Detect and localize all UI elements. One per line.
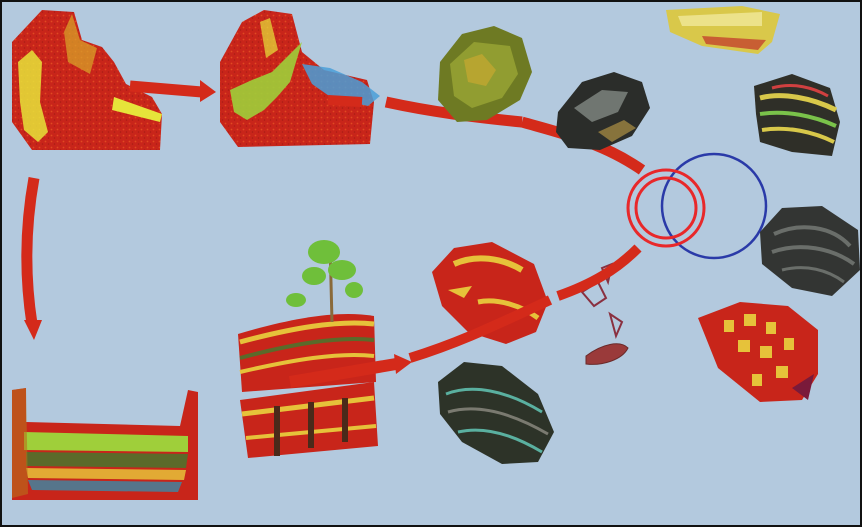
basin-sediment-layers bbox=[12, 388, 198, 500]
dark-rock-sample bbox=[556, 72, 650, 150]
red-spotted-rock bbox=[698, 302, 818, 402]
blue-ring bbox=[662, 154, 766, 258]
red-ring-outer bbox=[628, 170, 704, 246]
dark-swirl-rock bbox=[760, 206, 860, 296]
green-rock-sample bbox=[438, 26, 532, 122]
arrowhead-strata bbox=[394, 354, 412, 374]
yellow-layered-rock bbox=[666, 6, 780, 54]
cycle-rings bbox=[628, 154, 766, 258]
arrowhead-1 bbox=[200, 80, 216, 102]
rock-outcrop-eroded bbox=[220, 10, 380, 147]
arrowhead-down bbox=[24, 320, 42, 340]
banded-rock bbox=[754, 74, 840, 156]
sedimentary-strata-with-tree bbox=[238, 240, 412, 458]
arrow-down-left bbox=[27, 178, 34, 324]
arrow-short-2 bbox=[328, 100, 362, 102]
arrow-outcrop-to-outcrop bbox=[130, 86, 202, 92]
tree-icon bbox=[286, 240, 363, 307]
rock-outcrop-weathered bbox=[12, 10, 162, 150]
arrow-rock-to-rings bbox=[558, 248, 638, 296]
gneiss-rock bbox=[438, 362, 554, 464]
